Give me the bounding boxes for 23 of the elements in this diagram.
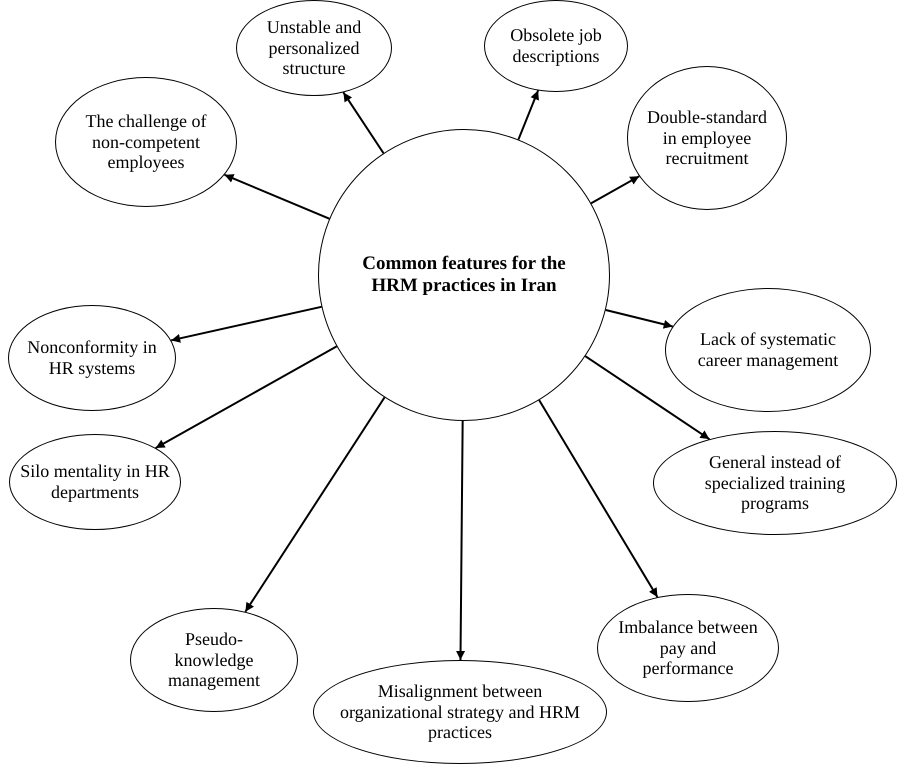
topic-label: Imbalance between pay and performance <box>617 616 759 680</box>
arrow <box>244 396 386 612</box>
topic-label: Nonconformity in HR systems <box>26 337 158 379</box>
topic-label: Misalignment between organizational strategy and HRM practices <box>338 680 582 744</box>
arrow <box>456 420 466 660</box>
topic-label: Lack of systematic career management <box>696 329 840 371</box>
arrow <box>518 90 540 140</box>
arrow <box>224 174 330 220</box>
arrow <box>155 346 338 449</box>
arrow <box>170 306 322 343</box>
topic-label: Silo mentality in HR departments <box>19 461 171 503</box>
topic-label: General instead of specialized training programs <box>704 452 846 514</box>
arrow <box>584 355 710 440</box>
center-title: Common features for the HRM practices in Iran <box>361 253 567 297</box>
arrow <box>538 400 658 598</box>
arrow <box>342 92 384 154</box>
topic-label: Obsolete job descriptions <box>509 25 603 67</box>
topic-label: The challenge of non-competent employees <box>84 110 208 174</box>
arrow <box>606 309 673 329</box>
topic-label: Double-standard in employee recruitment <box>647 106 767 170</box>
topic-label: Pseudo-knowledge management <box>167 628 261 692</box>
topic-label: Unstable and personalized structure <box>266 16 362 80</box>
arrow <box>590 175 640 204</box>
